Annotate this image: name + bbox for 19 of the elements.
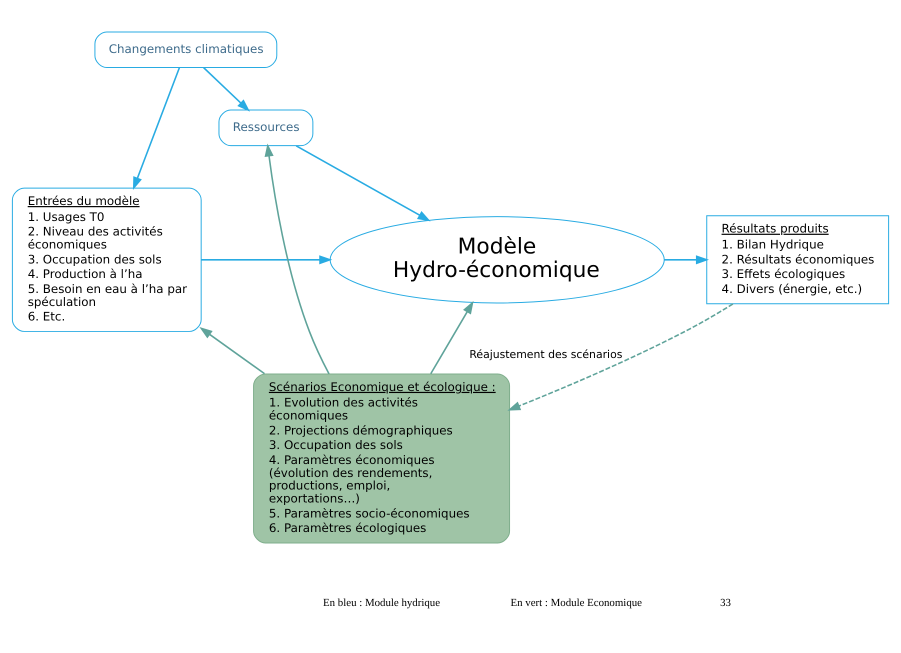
arrow — [264, 144, 330, 374]
arrow — [664, 255, 709, 264]
label: 33 — [720, 597, 731, 610]
label: En vert : Module Economique — [510, 597, 642, 610]
arrow — [507, 303, 734, 411]
node-ellipse: Modèle Hydro-économique — [330, 216, 665, 304]
arrow — [201, 255, 332, 264]
arrow — [430, 300, 474, 374]
arrow — [199, 327, 265, 374]
arrow — [296, 145, 431, 222]
arrow — [132, 67, 180, 190]
node-box: Entrées du modèle 1. Usages T0 2. Niveau des activités économiques 3. Occupation des sols 4. Production à l’ha 5. Besoin en eau à l’ha par spéculation 6. Etc. — [12, 188, 202, 332]
node-box: Scénarios Economique et écologique : 1. Evolution des activités économiques 2. Projections démographiques 3. Occupation des sols 4. Paramètres économiques (évolution des rendements, productions, emploi, exportations…) 5. Paramètres socio-économiques 6. Paramètres écologiques — [253, 373, 510, 544]
node-box: Changements climatiques — [94, 31, 278, 68]
node-box: Ressources — [218, 110, 314, 146]
label: En bleu : Module hydrique — [323, 597, 440, 610]
arrow — [203, 67, 250, 112]
edge-label: Réajustement des scénarios — [469, 348, 622, 362]
node-box: Résultats produits 1. Bilan Hydrique 2. Résultats économiques 3. Effets écologiques 4. Divers (énergie, etc.) — [706, 215, 890, 304]
